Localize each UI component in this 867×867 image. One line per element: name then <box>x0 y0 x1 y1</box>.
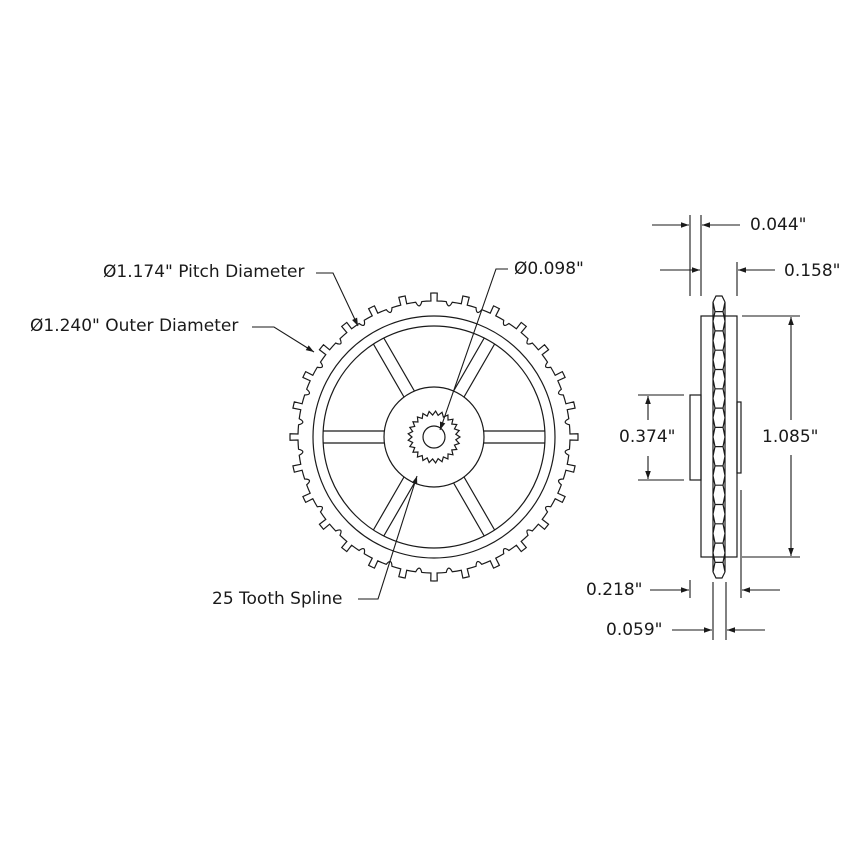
gear-teeth-outline <box>289 292 579 582</box>
spline-outline <box>407 409 462 465</box>
spokes <box>323 337 545 537</box>
left-hub-boss <box>689 394 702 481</box>
spoke-edge <box>372 343 405 398</box>
spoke-edge <box>453 482 485 537</box>
dim-0158-label: 0.158" <box>784 261 841 281</box>
bore-label: Ø0.098" <box>514 259 584 279</box>
dim-1085-label: 1.085" <box>762 427 819 447</box>
spoke-edge <box>463 343 496 398</box>
hub-circle <box>383 386 485 488</box>
rim-inner-ring <box>322 325 546 549</box>
spline-label: 25 Tooth Spline <box>212 589 343 609</box>
right-hub-boss <box>736 401 742 474</box>
pitch-diameter-leader <box>316 272 359 327</box>
front-view <box>289 292 579 582</box>
side-teeth <box>712 295 726 579</box>
dim-0059-label: 0.059" <box>606 620 663 640</box>
dim-0374-label: 0.374" <box>619 427 676 447</box>
spline-leader <box>358 475 418 600</box>
bore-leader <box>439 268 508 431</box>
spoke-edge <box>383 482 415 537</box>
bore-circle <box>422 425 446 449</box>
spoke-edge <box>463 476 496 531</box>
outer-diameter-label: Ø1.240" Outer Diameter <box>30 316 239 336</box>
rim-outer-ring <box>312 315 556 559</box>
pitch-diameter-label: Ø1.174" Pitch Diameter <box>103 262 305 282</box>
dim-0044-label: 0.044" <box>750 215 807 235</box>
spoke-edge <box>453 337 485 392</box>
outer-diameter-leader <box>252 326 315 353</box>
spoke-edge <box>383 337 415 392</box>
dim-0218-label: 0.218" <box>586 580 643 600</box>
side-view <box>689 295 742 579</box>
plate <box>700 315 738 558</box>
spoke-edge <box>372 476 405 531</box>
front-leaders <box>252 268 508 600</box>
side-dimensions <box>638 215 800 640</box>
